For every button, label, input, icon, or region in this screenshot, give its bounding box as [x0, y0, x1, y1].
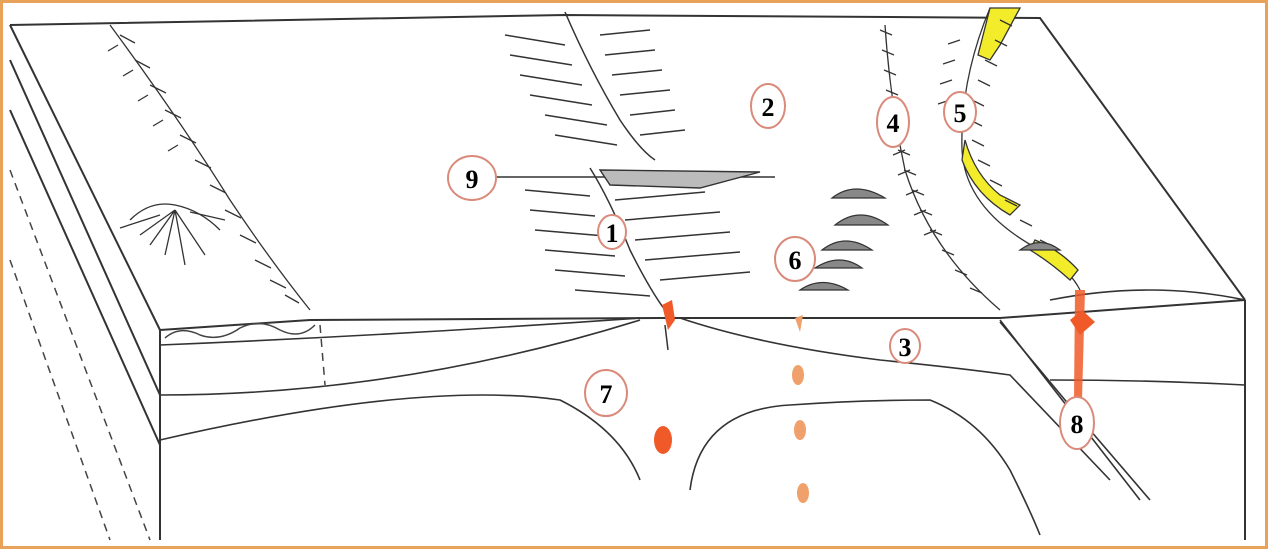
label-3: 3 [890, 329, 920, 363]
label-6: 6 [775, 237, 815, 281]
label-1: 1 [598, 215, 626, 249]
continental-volcano [120, 204, 225, 265]
svg-text:1: 1 [606, 219, 619, 248]
block-dashed-edges [10, 170, 325, 540]
island-arc [938, 8, 1080, 290]
svg-text:6: 6 [789, 246, 802, 275]
svg-text:8: 8 [1071, 410, 1084, 439]
transform-fault [495, 170, 775, 188]
svg-text:7: 7 [600, 380, 613, 409]
magma-bodies [654, 290, 1095, 503]
label-2: 2 [751, 84, 785, 128]
label-5: 5 [944, 92, 976, 132]
svg-text:4: 4 [887, 109, 900, 138]
svg-text:3: 3 [899, 333, 912, 362]
label-9: 9 [448, 156, 496, 200]
label-8: 8 [1060, 397, 1094, 449]
mid-ocean-ridge [505, 12, 750, 310]
label-7: 7 [585, 370, 627, 416]
continental-slope-hatch [108, 25, 310, 310]
svg-text:2: 2 [762, 93, 775, 122]
seamount-chain [800, 189, 888, 290]
label-4: 4 [877, 97, 909, 147]
svg-text:5: 5 [954, 99, 967, 128]
ocean-trench [880, 25, 1000, 310]
svg-text:9: 9 [466, 165, 479, 194]
